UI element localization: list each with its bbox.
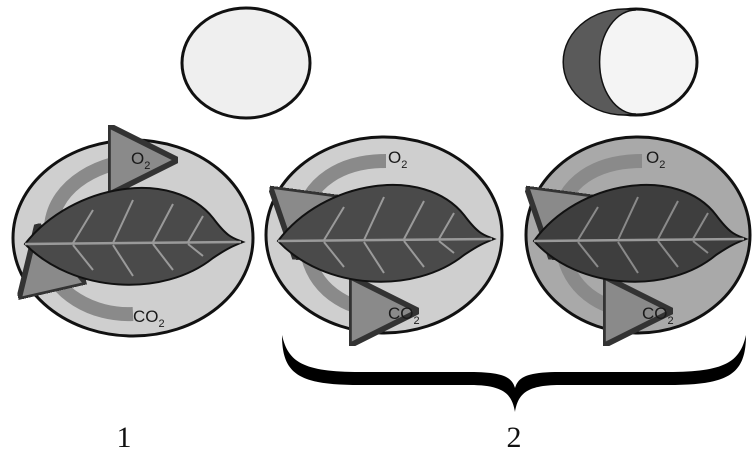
- oxygen-intake-arrow: [556, 154, 643, 225]
- oxygen-release-arrow: [44, 160, 143, 228]
- sun-icon: [180, 6, 312, 120]
- carbon-dioxide-label: CO: [133, 307, 159, 326]
- group-label-2: 2: [507, 421, 522, 454]
- leaf-icon: [23, 187, 246, 286]
- oxygen-subscript: 2: [144, 160, 150, 172]
- svg-text:CO2: CO2: [642, 304, 674, 327]
- oxygen-label: O: [131, 149, 144, 168]
- carbon-dioxide-label: CO: [642, 304, 668, 323]
- leaf-panel-3: O2 CO2: [526, 135, 752, 333]
- carbon-dioxide-label: CO: [388, 304, 414, 323]
- leaf-icon: [276, 184, 497, 283]
- carbon-dioxide-intake-arrow: [45, 258, 134, 322]
- oxygen-subscript: 2: [659, 159, 665, 171]
- group-label-1: 1: [117, 421, 132, 454]
- carbon-dioxide-subscript: 2: [668, 315, 674, 327]
- grouping-brace: [282, 335, 746, 412]
- carbon-dioxide-release-arrow: [301, 254, 384, 311]
- carbon-dioxide-subscript: 2: [159, 318, 165, 330]
- oxygen-label: O: [388, 148, 401, 167]
- crescent-moon-icon: [562, 7, 699, 117]
- oxygen-intake-arrow: [300, 154, 387, 225]
- leaf-icon: [532, 184, 749, 283]
- svg-text:CO2: CO2: [133, 307, 165, 330]
- svg-text:O2: O2: [131, 149, 150, 172]
- oxygen-label: O: [646, 148, 659, 167]
- oxygen-subscript: 2: [401, 159, 407, 171]
- leaf-panel-2: O2 CO2: [264, 135, 504, 333]
- svg-text:O2: O2: [646, 148, 665, 171]
- svg-text:O2: O2: [388, 148, 407, 171]
- leaf-panel-1: O2 CO2: [11, 140, 255, 338]
- carbon-dioxide-release-arrow: [557, 254, 638, 311]
- svg-text:CO2: CO2: [388, 304, 420, 327]
- carbon-dioxide-subscript: 2: [414, 315, 420, 327]
